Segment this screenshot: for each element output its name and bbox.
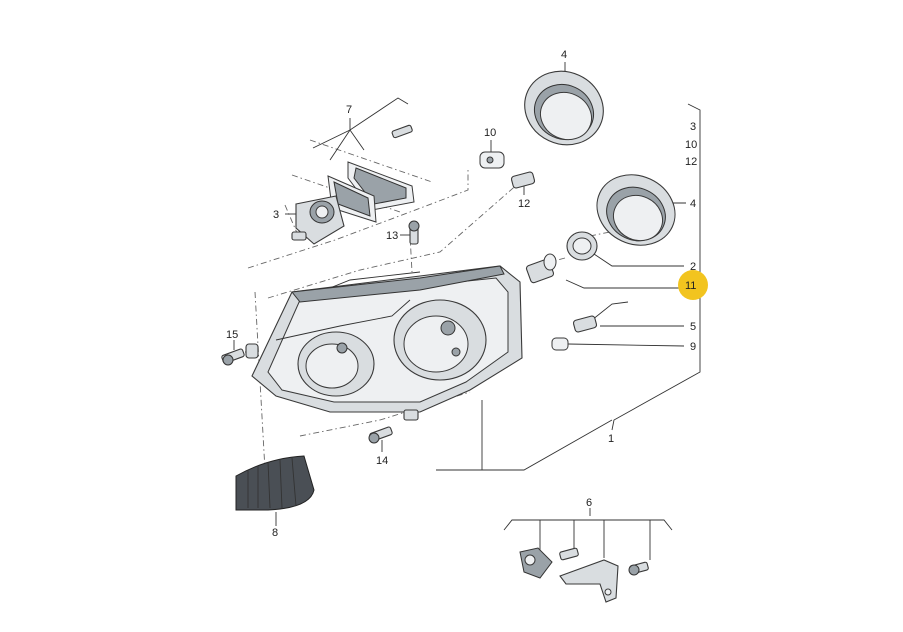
bracket-list-item-3: 3	[690, 121, 696, 133]
label-7: 7	[346, 104, 352, 116]
bracket-kit-6	[519, 547, 649, 603]
ring-4-top	[524, 70, 604, 146]
highlight-marker	[678, 270, 708, 300]
bracket-list: 3 10 12	[685, 121, 697, 168]
headlight-housing-1	[245, 265, 523, 421]
label-6: 6	[586, 497, 592, 509]
bracket-list-item-10: 10	[685, 139, 697, 151]
label-4-top: 4	[561, 49, 567, 61]
screw-14	[368, 426, 393, 444]
label-5: 5	[690, 321, 696, 333]
cover-8	[235, 455, 315, 511]
bulb-11	[525, 253, 557, 284]
label-3: 3	[273, 209, 279, 221]
label-10: 10	[484, 127, 496, 139]
screw-13	[408, 220, 420, 245]
label-1: 1	[608, 433, 614, 445]
label-13: 13	[386, 230, 398, 242]
bulb-9	[551, 337, 569, 351]
label-12: 12	[518, 198, 530, 210]
label-14: 14	[376, 455, 388, 467]
screw-15	[221, 348, 245, 366]
cable-5	[572, 301, 629, 333]
socket-12	[510, 171, 536, 189]
gaskets-7	[327, 124, 415, 223]
actuator-3	[291, 195, 345, 245]
label-15: 15	[226, 329, 238, 341]
ring-4-right	[596, 174, 676, 246]
label-4-right: 4	[690, 198, 696, 210]
cap-2	[566, 231, 598, 261]
callout-labels: 1 2 3 4 4 5 6 7 8 9 10 11 12 13 14 15	[226, 49, 696, 539]
label-8: 8	[272, 527, 278, 539]
label-11: 11	[685, 280, 696, 292]
label-2: 2	[690, 261, 696, 273]
bracket-list-item-12: 12	[685, 156, 697, 168]
leader-lines	[233, 62, 701, 560]
label-9: 9	[690, 341, 696, 353]
bulb-10	[479, 151, 505, 169]
